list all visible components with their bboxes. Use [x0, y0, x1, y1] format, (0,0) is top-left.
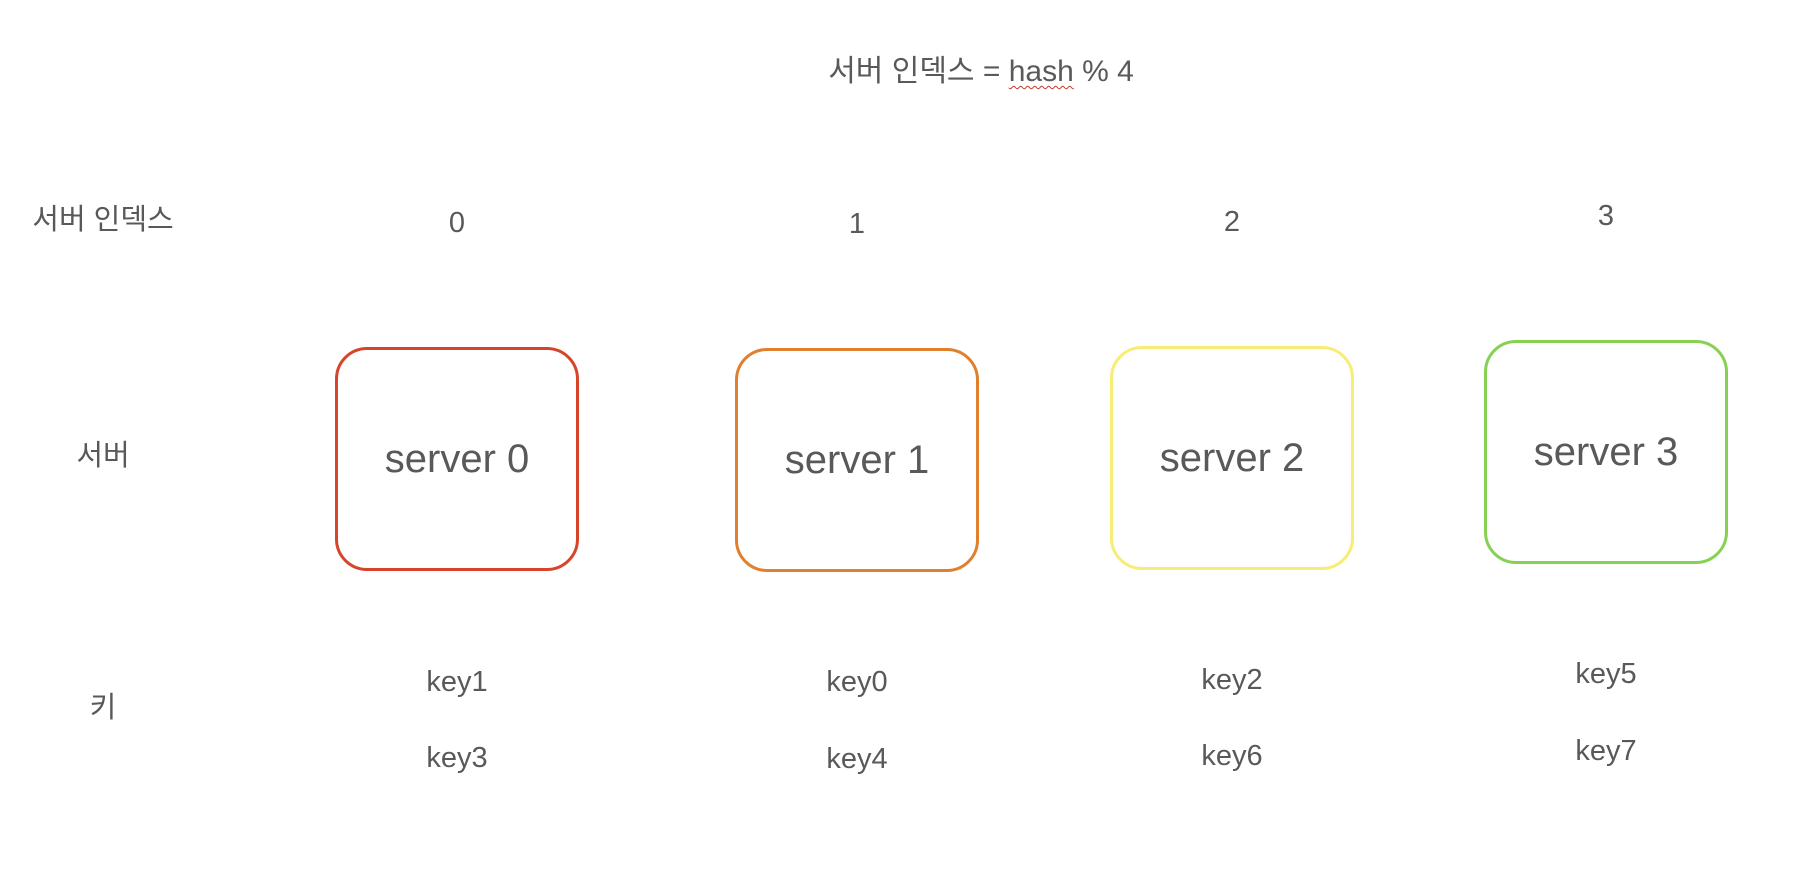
server-label-1: server 1 — [784, 437, 930, 482]
formula-prefix: 서버 인덱스 = — [828, 55, 1009, 88]
server-index-3: 3 — [1597, 200, 1615, 232]
key-1-1: key4 — [826, 743, 888, 775]
key-0-1: key3 — [426, 742, 488, 774]
formula-suffix: % 4 — [1073, 55, 1134, 88]
server-index-0: 0 — [448, 207, 466, 239]
server-box-2: server 2 — [1110, 346, 1354, 570]
server-box-1: server 1 — [735, 348, 979, 572]
key-2-0: key2 — [1201, 664, 1263, 696]
server-index-1: 1 — [848, 208, 866, 240]
server-label-2: server 2 — [1159, 435, 1305, 480]
server-box-0: server 0 — [335, 347, 579, 571]
server-index-2: 2 — [1223, 206, 1241, 238]
key-3-1: key7 — [1575, 735, 1637, 767]
key-1-0: key0 — [826, 666, 888, 698]
row-label-server-index: 서버 인덱스 — [32, 204, 174, 236]
formula-title: 서버 인덱스 = hash % 4 — [0, 52, 1802, 92]
row-label-key: 키 — [89, 692, 117, 724]
key-0-0: key1 — [426, 666, 488, 698]
formula-hash-word: hash — [1008, 55, 1074, 88]
server-box-3: server 3 — [1484, 340, 1728, 564]
key-3-0: key5 — [1575, 658, 1637, 690]
server-label-3: server 3 — [1533, 429, 1679, 474]
row-label-server: 서버 — [76, 440, 130, 472]
key-2-1: key6 — [1201, 740, 1263, 772]
server-label-0: server 0 — [384, 436, 530, 481]
